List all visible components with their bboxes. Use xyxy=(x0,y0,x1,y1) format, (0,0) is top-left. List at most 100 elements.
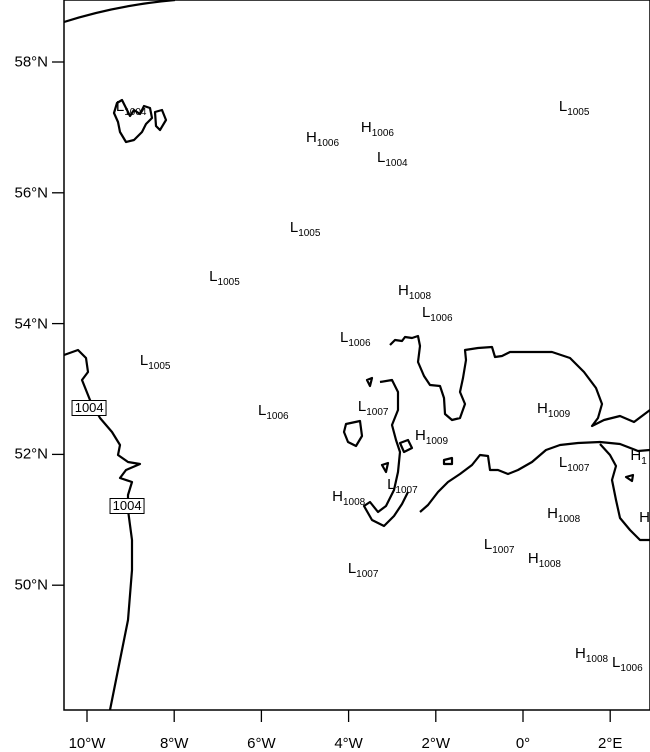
high-pressure-label: H1008 xyxy=(332,487,365,508)
low-pressure-label: L1004 xyxy=(377,149,408,169)
axis-ticks xyxy=(52,61,611,722)
pressure-value: 1006 xyxy=(266,411,289,423)
lon-tick-label: 8°W xyxy=(159,735,189,752)
pressure-center-type: L xyxy=(387,476,396,494)
high-pressure-label: H1006 xyxy=(305,128,339,149)
high-pressure-label: H1008 xyxy=(527,550,561,570)
lon-tick-label: 4°W xyxy=(334,735,363,752)
low-pressure-label: L1007 xyxy=(347,559,379,580)
pressure-center-type: H xyxy=(360,119,372,137)
lon-tick-label: 0° xyxy=(515,735,531,752)
coastline-south-england xyxy=(419,440,650,513)
pressure-center-type: H xyxy=(397,281,409,299)
lon-tick-label: 10°W xyxy=(68,735,106,752)
pressure-value: 1005 xyxy=(567,107,590,119)
coastline-island xyxy=(442,456,454,466)
coastline-island xyxy=(624,473,635,483)
lat-tick-label: 58°N xyxy=(14,53,48,71)
pressure-value: 1006 xyxy=(348,337,371,349)
pressure-value: 1009 xyxy=(547,409,571,421)
pressure-value: 1005 xyxy=(217,277,240,289)
high-pressure-label: H1008 xyxy=(397,281,431,302)
coastline-norway xyxy=(63,0,176,24)
lat-tick-label: 50°N xyxy=(14,576,48,594)
low-pressure-label: L1005 xyxy=(209,268,240,288)
pressure-center-type: L xyxy=(289,219,299,237)
high-pressure-label: H1 xyxy=(630,447,646,467)
low-pressure-label: L1004 xyxy=(115,98,147,118)
pressure-center-type: H xyxy=(414,427,426,445)
low-pressure-label: L1006 xyxy=(422,305,453,324)
pressure-center-type: L xyxy=(347,559,357,577)
high-pressure-label: H1008 xyxy=(574,644,608,665)
low-pressure-label: L1007 xyxy=(559,455,590,474)
low-pressure-label: L1005 xyxy=(289,219,321,239)
pressure-center-type: L xyxy=(483,536,493,554)
coastline-hebrides xyxy=(112,98,154,144)
high-pressure-label: H1009 xyxy=(414,427,448,447)
pressure-value: 1007 xyxy=(356,568,379,580)
pressure-center-type: L xyxy=(377,149,386,167)
pressure-center-type: L xyxy=(115,98,125,116)
lat-tick-label: 56°N xyxy=(14,184,48,202)
low-pressure-label: L1006 xyxy=(612,654,643,674)
contour-label: 1004 xyxy=(109,498,145,515)
low-pressure-label: L1007 xyxy=(387,476,418,496)
coastline-east-anglia xyxy=(599,443,650,542)
pressure-center-type: H xyxy=(305,128,317,146)
coastline-north-england xyxy=(389,334,650,428)
pressure-value: 1004 xyxy=(124,107,147,119)
high-pressure-label: H1009 xyxy=(537,400,570,420)
pressure-value: 1005 xyxy=(298,228,321,240)
pressure-value: 1006 xyxy=(620,663,643,675)
pressure-center-type: H xyxy=(537,400,548,418)
pressure-center-type: H xyxy=(574,644,586,662)
high-pressure-label: H xyxy=(639,510,650,525)
pressure-center-type: L xyxy=(139,351,149,369)
coastline-ireland xyxy=(63,348,142,711)
high-pressure-label: H1006 xyxy=(360,119,394,139)
pressure-value: 1008 xyxy=(585,653,609,665)
pressure-value: 1007 xyxy=(492,545,515,557)
pressure-value: 1006 xyxy=(316,137,340,149)
pressure-center-type: H xyxy=(527,550,539,568)
pressure-value: 1006 xyxy=(371,128,394,140)
pressure-center-type: H xyxy=(547,504,558,522)
high-pressure-label: H1008 xyxy=(547,504,580,525)
pressure-value: 1004 xyxy=(385,158,408,170)
plot-border xyxy=(63,0,650,711)
low-pressure-label: L1006 xyxy=(340,330,371,349)
pressure-value: 1006 xyxy=(430,313,453,325)
pressure-value: 1007 xyxy=(567,462,590,474)
pressure-center-type: L xyxy=(612,654,621,672)
low-pressure-label: L1006 xyxy=(258,402,289,422)
coastline-isle-of-man xyxy=(365,376,374,388)
pressure-value: 1005 xyxy=(148,360,171,372)
pressure-value: 1007 xyxy=(366,407,389,419)
pressure-value: 1007 xyxy=(395,485,418,497)
coastline-hebrides-isle xyxy=(153,108,168,132)
pressure-center-type: H xyxy=(639,508,650,526)
lon-tick-label: 2°W xyxy=(421,735,451,752)
pressure-value: 1008 xyxy=(538,559,561,571)
coastlines xyxy=(63,0,650,711)
coastline-island xyxy=(380,461,390,474)
coastline-island xyxy=(398,438,414,454)
pressure-center-type: L xyxy=(558,98,568,116)
low-pressure-label: L1005 xyxy=(558,98,590,118)
low-pressure-label: L1007 xyxy=(483,536,515,556)
lat-tick-label: 54°N xyxy=(14,315,48,333)
pressure-center-type: L xyxy=(209,268,218,286)
low-pressure-label: L1007 xyxy=(357,398,389,418)
pressure-center-type: H xyxy=(630,447,642,465)
lon-tick-label: 6°W xyxy=(247,735,276,752)
pressure-center-type: L xyxy=(357,398,367,416)
pressure-center-type: H xyxy=(332,487,343,505)
lon-tick-label: 2°E xyxy=(598,735,623,752)
pressure-center-type: L xyxy=(258,402,267,420)
pressure-value: 1008 xyxy=(408,290,432,302)
pressure-value: 1008 xyxy=(557,513,581,525)
pressure-value: 1 xyxy=(641,456,647,468)
